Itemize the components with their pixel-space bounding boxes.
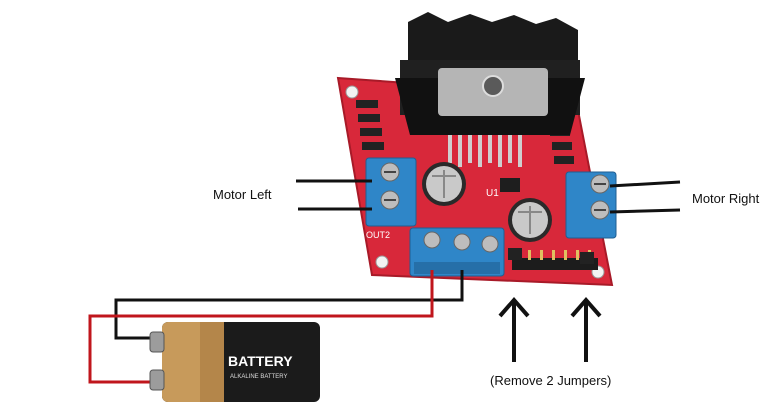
battery-9v: BATTERY ALKALINE BATTERY <box>149 322 320 402</box>
ic-marking: U1 <box>486 188 499 199</box>
label-remove-jumpers: (Remove 2 Jumpers) <box>490 373 612 388</box>
label-motor-left: Motor Left <box>213 187 272 202</box>
capacitor-2 <box>508 198 552 242</box>
battery-wire-black <box>114 270 464 340</box>
capacitor-1 <box>422 162 466 206</box>
label-motor-right: Motor Right <box>692 191 760 206</box>
terminal-block-left <box>365 157 417 227</box>
arrow-up-icon <box>498 296 530 362</box>
battery-terminal-positive <box>149 369 165 391</box>
motor-left-wires <box>296 179 372 211</box>
battery-terminal-negative <box>149 331 165 353</box>
mount-hole <box>375 255 389 269</box>
arrow-up-icon <box>570 296 602 362</box>
mount-hole <box>345 85 359 99</box>
heatsink <box>395 12 585 167</box>
motor-right-wires <box>609 180 681 214</box>
l298n-driver-board: U1 OUT2 <box>336 12 617 287</box>
terminal-block-power <box>409 227 505 277</box>
diode-row-left <box>356 100 384 150</box>
battery-wire-red <box>88 270 434 384</box>
header-pins <box>508 248 598 270</box>
regulator-chip <box>500 178 520 192</box>
terminal-block-right <box>565 171 617 239</box>
terminal-label-out2: OUT2 <box>366 230 390 240</box>
battery-brand: BATTERY <box>228 353 293 369</box>
battery-subtitle: ALKALINE BATTERY <box>230 374 287 380</box>
jumper-2 <box>580 252 594 264</box>
jumper-1 <box>508 248 522 260</box>
